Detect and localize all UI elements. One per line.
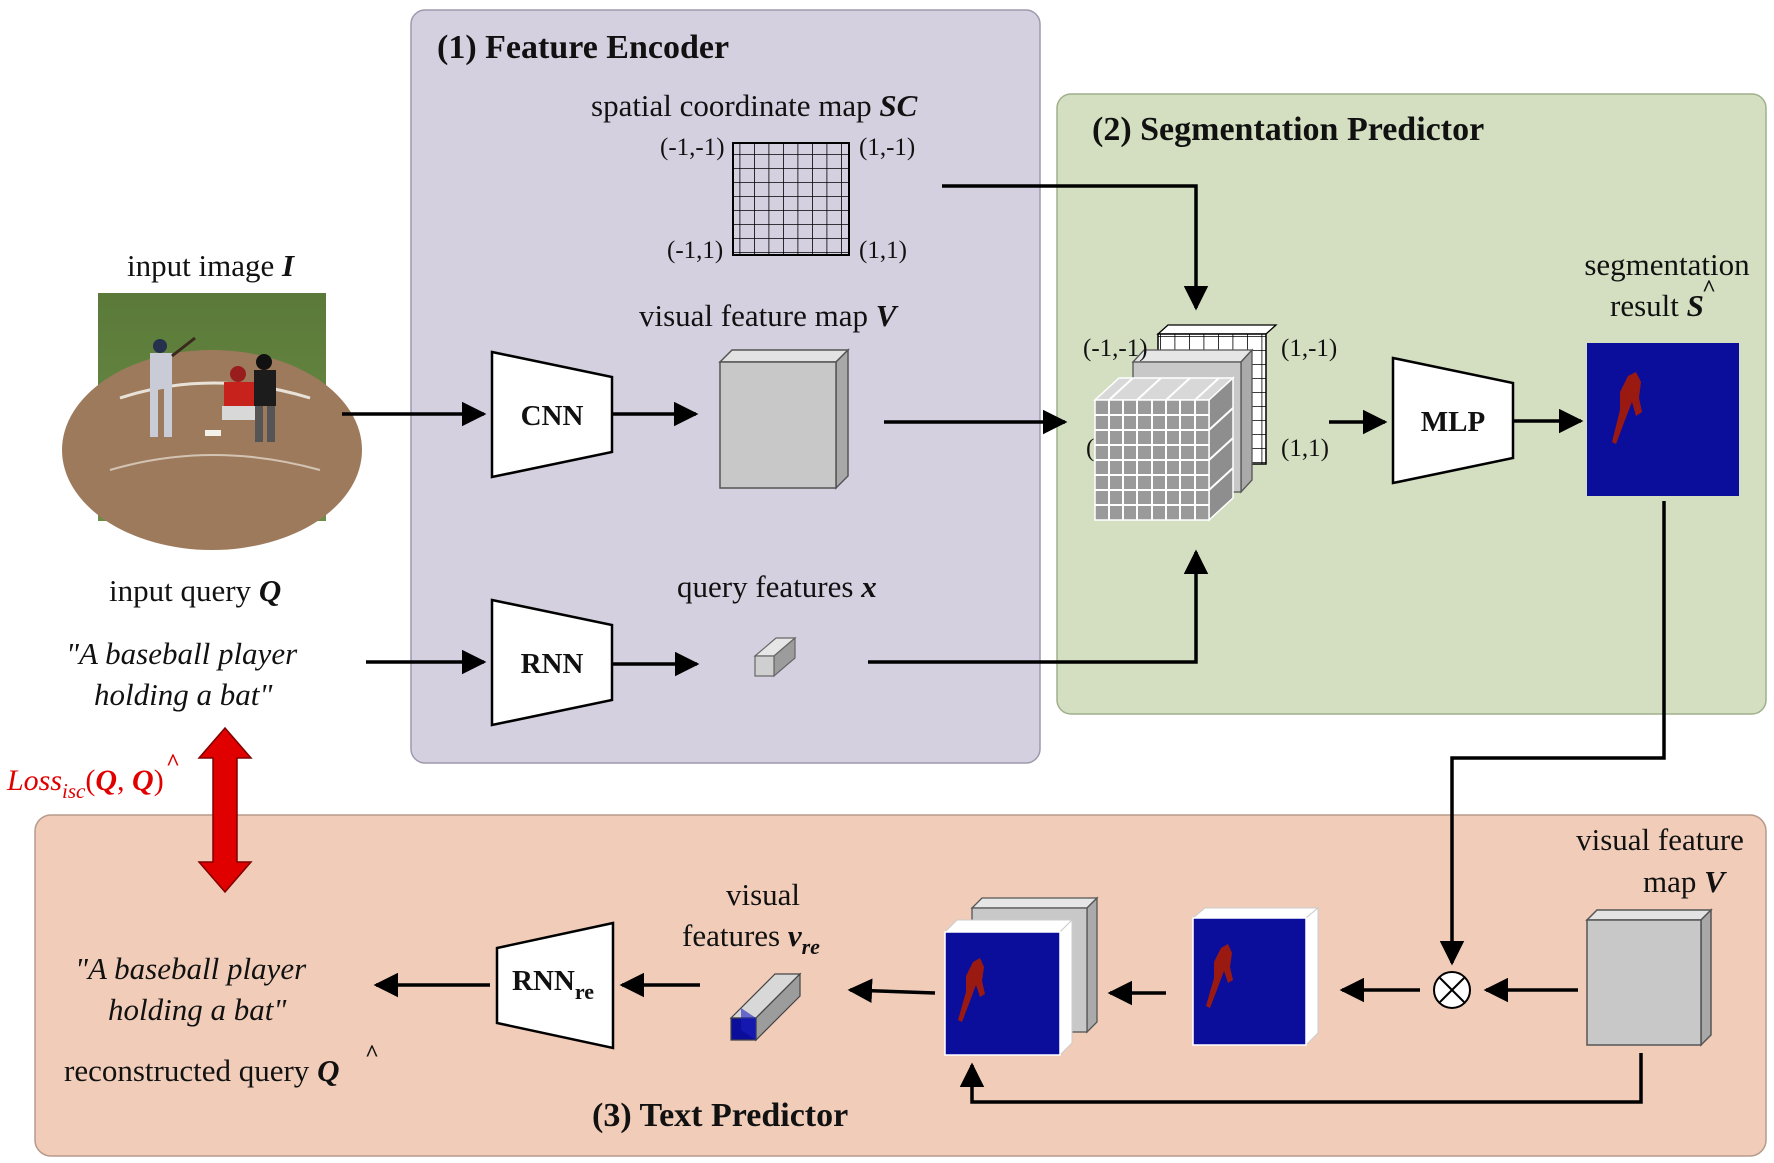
input-image-thumbnail: [62, 293, 362, 550]
query-feature-vector: [753, 636, 797, 678]
input-query-label: input query Q: [109, 573, 281, 608]
multiply-operator-icon: [1433, 971, 1471, 1009]
text-predictor-title: (3) Text Predictor: [592, 1097, 848, 1134]
rnn-re-block: RNNre: [495, 921, 615, 1050]
segmentation-result-mask: [1587, 343, 1739, 496]
sc-label: spatial coordinate map SC: [591, 88, 918, 123]
sc-coord-top-right: (1,-1): [859, 134, 915, 161]
tp-vfm-line1: visual feature: [1576, 822, 1744, 857]
concatenated-feature-tensor: [1093, 324, 1278, 522]
encoder-title: (1) Feature Encoder: [437, 29, 729, 66]
seg-result-hat: ^: [1702, 276, 1716, 302]
tp-visual-features-line2: features vre: [682, 918, 820, 959]
tensor-coord-bottom-left-partial: (: [1086, 435, 1094, 462]
loss-label: Lossisc(Q, Q): [6, 764, 164, 803]
vfm-label: visual feature map V: [639, 298, 899, 333]
rnn-re-label: RNNre: [512, 965, 594, 1004]
sc-coord-bottom-right: (1,1): [859, 237, 907, 264]
cnn-label: CNN: [521, 400, 584, 432]
stacked-masked-features: [943, 896, 1099, 1057]
tensor-coord-top-right: (1,-1): [1281, 335, 1337, 362]
reconstructed-query-line1: "A baseball player: [75, 951, 307, 986]
masked-feature-map: [1191, 906, 1320, 1047]
arrow-vfm-to-stacked: [959, 1053, 1643, 1104]
tensor-coord-bottom-right: (1,1): [1281, 435, 1329, 462]
visual-feature-vector: [729, 972, 802, 1042]
tp-vfm-line2: map V: [1643, 864, 1727, 899]
visual-feature-map-cube: [718, 348, 850, 490]
reconstructed-query-hat: ^: [365, 1041, 379, 1067]
reconstructed-query-label: reconstructed query Q: [64, 1053, 339, 1088]
sc-coord-top-left: (-1,-1): [660, 134, 725, 161]
seg-result-line1: segmentation: [1584, 247, 1750, 282]
tp-visual-feature-map-cube: [1585, 908, 1713, 1047]
query-features-label: query features x: [677, 569, 877, 604]
input-query-line1: "A baseball player: [66, 636, 298, 671]
reconstructed-query-line2: holding a bat": [108, 992, 287, 1027]
arrow-query-features-to-tensor: [868, 549, 1209, 664]
loss-double-arrow: [197, 726, 253, 894]
tp-visual-features-line1: visual: [726, 877, 800, 912]
arrow-stacked-to-vector: [847, 978, 936, 1004]
arrow-sc-to-tensor: [942, 184, 1209, 311]
arrow-result-to-multiply: [1439, 501, 1666, 966]
tensor-coord-top-left: (-1,-1): [1083, 335, 1148, 362]
segmentation-title: (2) Segmentation Predictor: [1092, 111, 1484, 148]
mlp-label: MLP: [1421, 406, 1485, 438]
text-predictor-panel: [34, 814, 1767, 1157]
loss-hat: ^: [166, 750, 180, 776]
flow-arrows: [342, 184, 1666, 1104]
seg-result-line2: result S: [1610, 288, 1704, 323]
input-query-line2: holding a bat": [94, 677, 273, 712]
sc-coord-bottom-left: (-1,1): [667, 237, 723, 264]
input-image-label: input image I: [127, 248, 295, 283]
mlp-block: MLP: [1391, 356, 1515, 485]
rnn-block: RNN: [490, 598, 614, 727]
cnn-block: CNN: [490, 350, 614, 479]
rnn-label: RNN: [521, 648, 584, 680]
spatial-coordinate-grid: [732, 142, 850, 256]
